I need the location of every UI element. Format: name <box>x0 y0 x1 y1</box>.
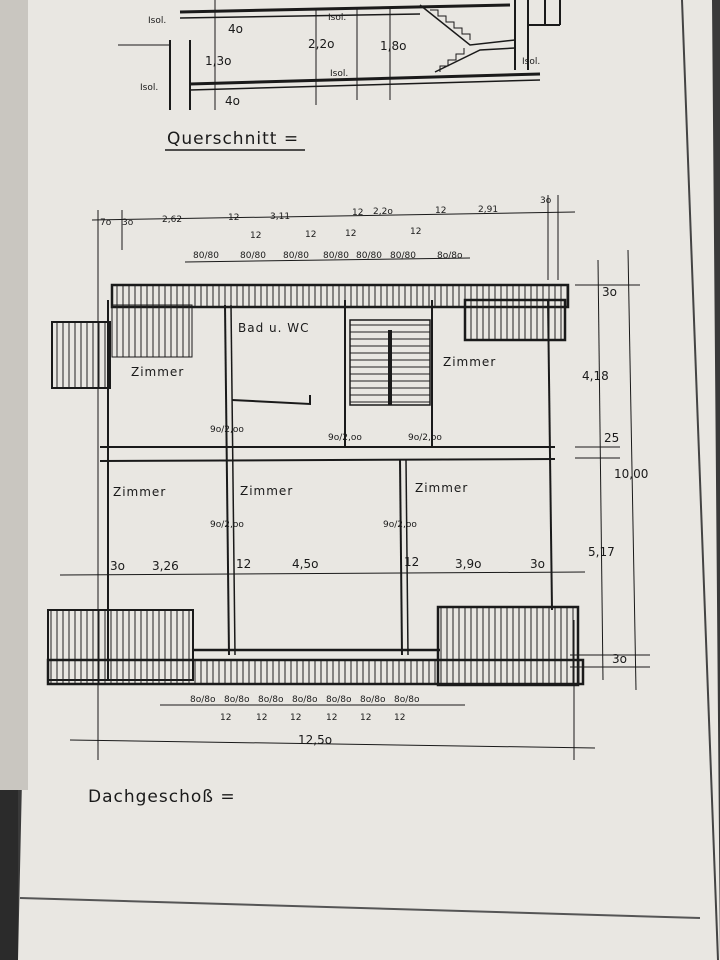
top-dimension: 12 <box>228 213 239 223</box>
top-dimension: 2,2o <box>373 207 393 217</box>
section-label: Isol. <box>330 69 348 79</box>
room-label: Zimmer <box>240 484 293 498</box>
cross-section <box>118 0 561 151</box>
section-dimension: 4o <box>225 94 240 108</box>
top-window-pier-dimension: 12 <box>410 227 421 237</box>
door-dimension: 9o/2,oo <box>408 433 442 443</box>
plan-walls <box>46 283 585 687</box>
right-dimension: 5,17 <box>588 545 615 559</box>
section-label: Isol. <box>522 57 540 67</box>
plan-title: Dachgeschoß = <box>88 787 236 807</box>
top-window-pier-dimension: 12 <box>250 231 261 241</box>
door-dimension: 9o/2,oo <box>210 425 244 435</box>
top-window-dimension: 80/80 <box>356 251 382 261</box>
top-window-dimension: 80/80 <box>283 251 309 261</box>
bottom-window-dimension: 8o/8o <box>224 695 250 705</box>
bottom-window-dimension: 8o/8o <box>360 695 386 705</box>
top-window-dimension: 8o/8o <box>437 251 463 261</box>
section-dimension: 2,2o <box>308 37 334 51</box>
paper-edge-left <box>0 0 28 790</box>
top-dimension: 3,11 <box>270 212 290 222</box>
room-label: Zimmer <box>113 485 166 499</box>
section-label: Isol. <box>328 13 346 23</box>
top-window-pier-dimension: 12 <box>345 229 356 239</box>
room-label: Zimmer <box>415 481 468 495</box>
bottom-dimension: 3,9o <box>455 557 481 571</box>
top-dimension: 7o <box>100 218 112 228</box>
section-title: Querschnitt = <box>167 129 299 149</box>
top-dimension: 12 <box>435 206 446 216</box>
right-dimension: 3o <box>612 652 627 666</box>
bottom-window-pier-dimension: 12 <box>326 713 337 723</box>
room-label: Zimmer <box>131 365 184 379</box>
room-label: Zimmer <box>443 355 496 369</box>
bottom-dimension: 3o <box>530 557 545 571</box>
door-dimension: 9o/2,oo <box>328 433 362 443</box>
bottom-window-pier-dimension: 12 <box>290 713 301 723</box>
right-dimension: 25 <box>604 431 619 445</box>
dark-edge <box>0 790 18 960</box>
section-dimension: 1,3o <box>205 54 231 68</box>
door-dimension: 9o/2,oo <box>383 520 417 530</box>
top-dimension: 2,62 <box>162 215 182 225</box>
bottom-dimension: 12 <box>236 557 251 571</box>
room-label: Bad u. WC <box>238 321 310 335</box>
section-label: Isol. <box>148 16 166 26</box>
bottom-window-pier-dimension: 12 <box>394 713 405 723</box>
bottom-window-dimension: 8o/8o <box>258 695 284 705</box>
section-label: Isol. <box>140 83 158 93</box>
section-dimension: 1,8o <box>380 39 406 53</box>
bottom-window-dimension: 8o/8o <box>292 695 318 705</box>
bottom-window-dimension: 8o/8o <box>394 695 420 705</box>
bottom-window-pier-dimension: 12 <box>360 713 371 723</box>
top-dimension: 2,91 <box>478 205 498 215</box>
right-dimension: 10,00 <box>614 467 648 481</box>
bottom-rule <box>19 897 701 919</box>
bottom-window-pier-dimension: 12 <box>220 713 231 723</box>
paper-fold-right <box>681 0 719 960</box>
overall-width-dimension: 12,5o <box>298 733 332 747</box>
top-dimension: 3o <box>540 196 552 206</box>
door-dimension: 9o/2,oo <box>210 520 244 530</box>
top-window-pier-dimension: 12 <box>305 230 316 240</box>
bottom-dimension: 3,26 <box>152 559 179 573</box>
top-window-dimension: 80/80 <box>193 251 219 261</box>
bottom-window-dimension: 8o/8o <box>190 695 216 705</box>
paper-sheet <box>18 0 720 960</box>
section-dimension: 4o <box>228 22 243 36</box>
right-dimension: 3o <box>602 285 617 299</box>
top-dimension: 3o <box>122 218 134 228</box>
right-dimension: 4,18 <box>582 369 609 383</box>
bottom-dimension: 3o <box>110 559 125 573</box>
bottom-window-dimension: 8o/8o <box>326 695 352 705</box>
bottom-window-pier-dimension: 12 <box>256 713 267 723</box>
top-window-dimension: 80/80 <box>390 251 416 261</box>
top-window-dimension: 80/80 <box>323 251 349 261</box>
top-window-dimension: 80/80 <box>240 251 266 261</box>
bottom-dimension: 12 <box>404 555 419 569</box>
top-dimension: 12 <box>352 208 363 218</box>
bottom-dimension: 4,5o <box>292 557 318 571</box>
